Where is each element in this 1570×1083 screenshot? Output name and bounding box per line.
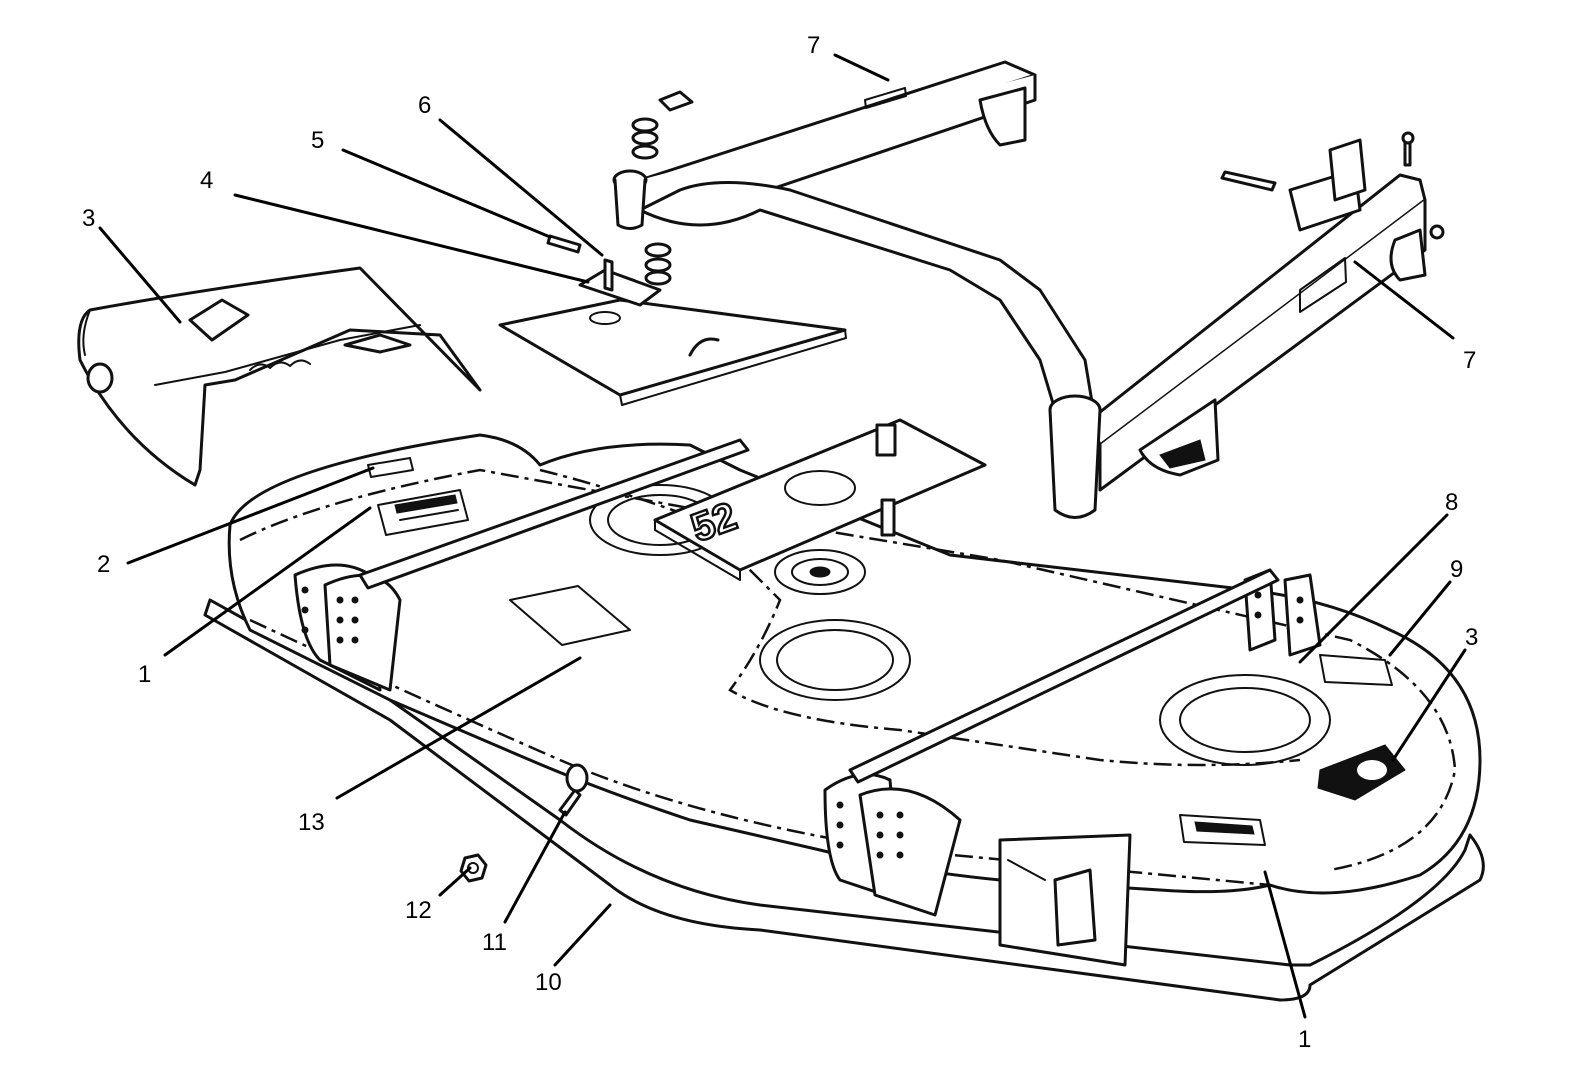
leader-1b bbox=[1263, 870, 1307, 1019]
mower-deck: 52 bbox=[203, 418, 1485, 1002]
spindle-opening-center-inner bbox=[776, 629, 894, 691]
leader-3b bbox=[1391, 648, 1467, 762]
leader-11 bbox=[503, 810, 567, 924]
leader-6 bbox=[438, 118, 604, 257]
hitch-frame bbox=[612, 60, 1445, 519]
callout-labels: 7 6 5 4 3 7 8 9 3 2 1 13 11 12 10 1 bbox=[82, 32, 1478, 1053]
leader-lines bbox=[98, 53, 1467, 1019]
leader-13 bbox=[335, 656, 582, 800]
decal-deck-front bbox=[509, 585, 631, 646]
frame-rear-bracket-right bbox=[1389, 228, 1427, 282]
support-rod-front bbox=[358, 438, 750, 590]
nut-12 bbox=[459, 853, 488, 883]
center-pulley bbox=[774, 549, 866, 595]
frame-front-post bbox=[1048, 408, 1102, 519]
deck-contour-1 bbox=[239, 468, 1457, 872]
callout-7-right: 7 bbox=[1463, 347, 1476, 374]
leader-5 bbox=[341, 148, 552, 239]
callout-4: 4 bbox=[200, 167, 213, 194]
leader-3a bbox=[98, 226, 182, 324]
idler-plate bbox=[498, 234, 847, 406]
callout-2: 2 bbox=[97, 551, 110, 578]
decal-rear-right bbox=[1319, 654, 1393, 686]
frame-decal-top bbox=[864, 87, 907, 109]
pin-5 bbox=[546, 234, 582, 254]
deck-rear-mount bbox=[998, 833, 1132, 967]
center-pulley-hub bbox=[809, 566, 831, 578]
belt-cover-diamond-decal bbox=[188, 298, 250, 342]
hinge-bracket bbox=[1220, 131, 1445, 240]
spindle-opening-right-inner bbox=[1179, 687, 1311, 753]
frame-right-rail bbox=[1088, 173, 1427, 447]
deck-skirt bbox=[203, 598, 1485, 1002]
frame-left-arm bbox=[638, 181, 1097, 422]
leader-12 bbox=[438, 866, 472, 897]
leader-2 bbox=[126, 466, 375, 565]
decal-small bbox=[367, 457, 414, 478]
decal-shield bbox=[1317, 744, 1406, 801]
leader-8 bbox=[1298, 513, 1449, 664]
pivot-bracket bbox=[578, 268, 662, 307]
leader-4 bbox=[233, 193, 590, 284]
callout-7-top: 7 bbox=[807, 32, 820, 59]
deck-top bbox=[227, 433, 1482, 895]
decal-right bbox=[1179, 814, 1266, 846]
support-rod-rear bbox=[848, 568, 1280, 784]
callout-3-left: 3 bbox=[82, 205, 95, 232]
callout-8: 8 bbox=[1445, 489, 1458, 516]
frame-rear-bracket-left bbox=[978, 86, 1027, 147]
callout-11: 11 bbox=[482, 929, 507, 956]
callout-12: 12 bbox=[405, 897, 432, 924]
leader-10 bbox=[553, 903, 612, 967]
callout-1-right: 1 bbox=[1298, 1026, 1311, 1053]
spring-stack bbox=[631, 90, 694, 286]
center-pulley-ring bbox=[791, 558, 849, 586]
hanger-bracket-left bbox=[293, 563, 402, 692]
frame-decal-side bbox=[1299, 257, 1347, 313]
callout-3-right: 3 bbox=[1465, 624, 1478, 651]
callout-10: 10 bbox=[535, 969, 562, 996]
leader-7a bbox=[833, 53, 890, 82]
leader-9 bbox=[1388, 580, 1452, 657]
callout-13: 13 bbox=[298, 809, 325, 836]
callout-5: 5 bbox=[311, 127, 324, 154]
hanger-bracket-right bbox=[823, 772, 962, 917]
pin-6 bbox=[603, 258, 614, 292]
spindle-opening-right bbox=[1159, 674, 1331, 766]
leader-1a bbox=[163, 506, 372, 657]
decal-left bbox=[377, 489, 469, 536]
spindle-mount-plate: 52 bbox=[653, 418, 987, 581]
leader-7b bbox=[1353, 260, 1455, 340]
callout-9: 9 bbox=[1450, 556, 1463, 583]
callout-1-left: 1 bbox=[138, 661, 151, 688]
spindle-opening-center bbox=[759, 619, 911, 701]
callout-6: 6 bbox=[418, 92, 431, 119]
